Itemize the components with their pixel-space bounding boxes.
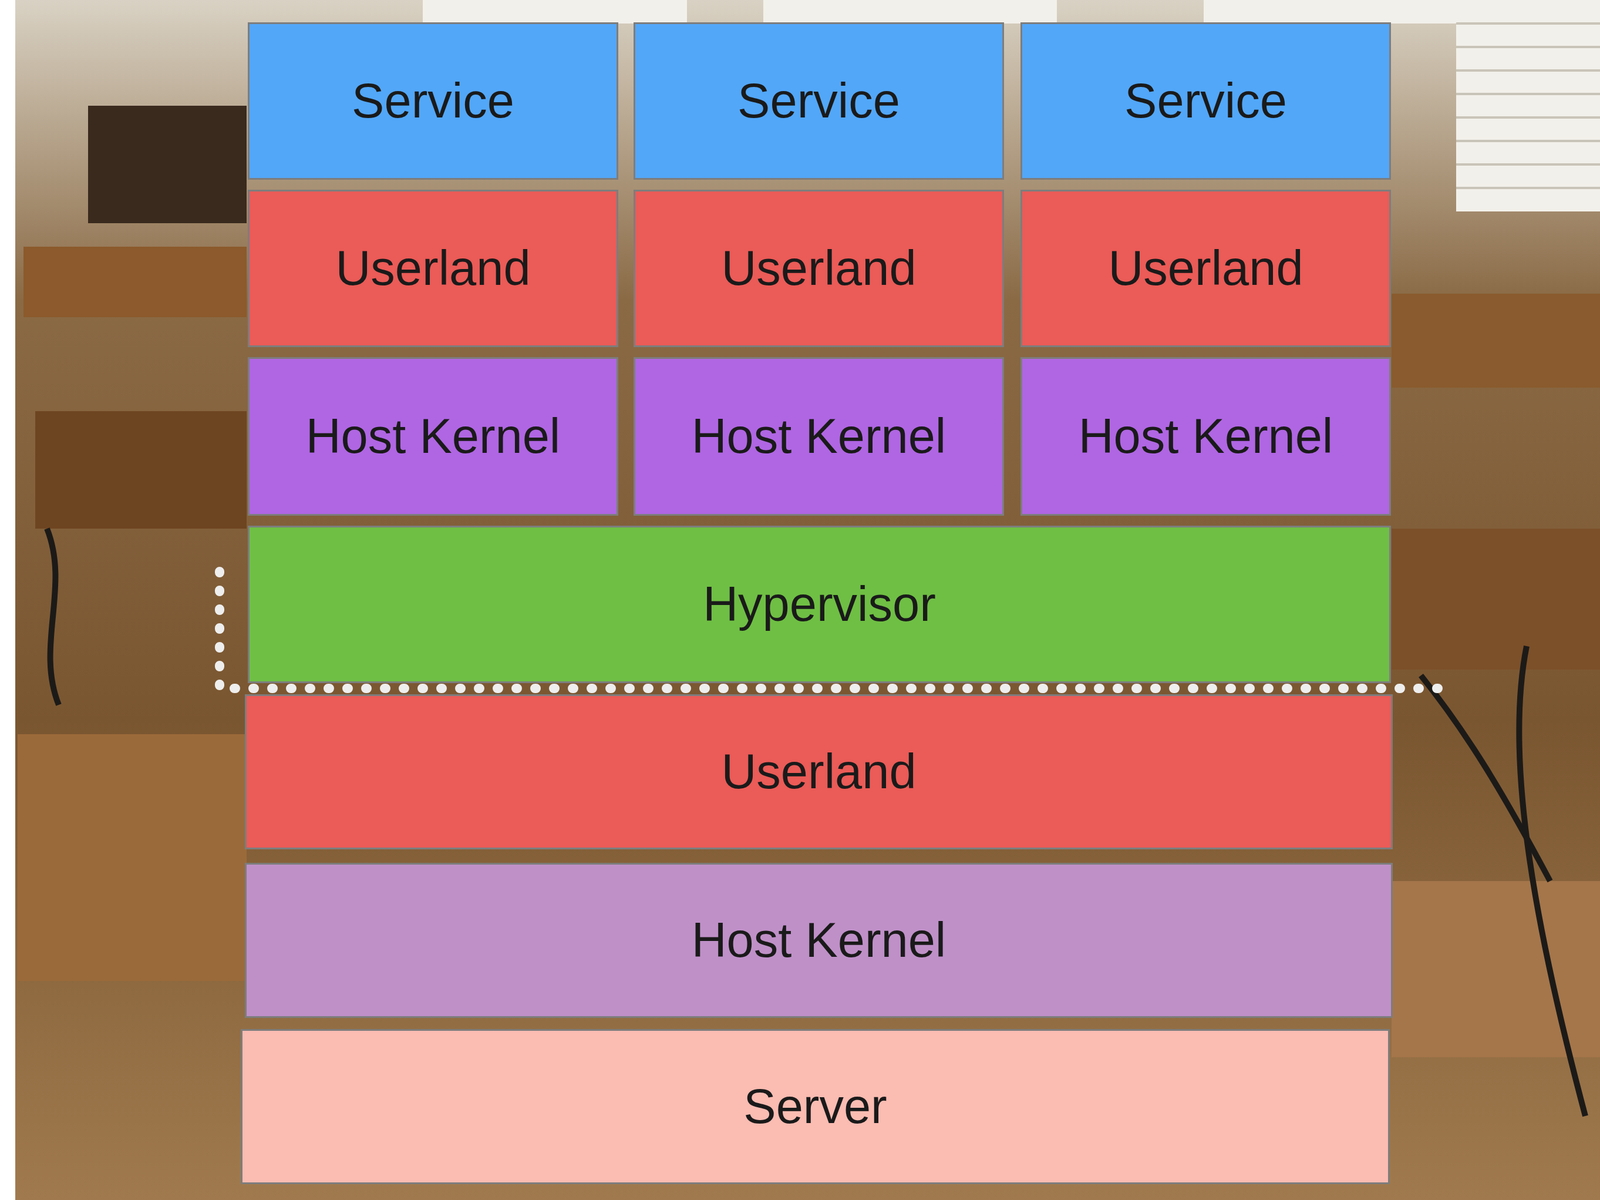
userland-box: Userland [247,189,619,348]
box-label: Userland [721,241,916,295]
server-band: Server [240,1028,1390,1184]
box-label: Userland [721,744,916,798]
box-label: Userland [1107,241,1303,295]
service-box: Service [633,22,1005,180]
service-box: Service [247,22,619,180]
userland-band: Userland [244,694,1393,850]
userland-box: Userland [633,189,1005,348]
photo-ground [15,0,1600,1200]
box-label: Host Kernel [1078,409,1334,463]
box-label: Userland [335,241,531,295]
blind-slats [1456,23,1600,188]
box-label: Hypervisor [702,577,936,631]
box-label: Host Kernel [691,409,947,463]
guest-kernel-box: Host Kernel [633,356,1005,516]
hypervisor-band: Hypervisor [247,525,1391,683]
box-label: Host Kernel [691,913,947,967]
service-box: Service [1020,22,1391,180]
box-label: Service [737,73,901,128]
host-kernel-band: Host Kernel [244,862,1393,1018]
wooden-desks [17,105,1600,1057]
guest-kernel-box: Host Kernel [1020,356,1391,516]
box-label: Service [351,73,515,128]
box-label: Service [1124,73,1288,128]
box-label: Host Kernel [305,409,561,463]
box-label: Server [743,1079,887,1133]
userland-box: Userland [1020,189,1391,348]
guest-kernel-box: Host Kernel [247,356,619,516]
